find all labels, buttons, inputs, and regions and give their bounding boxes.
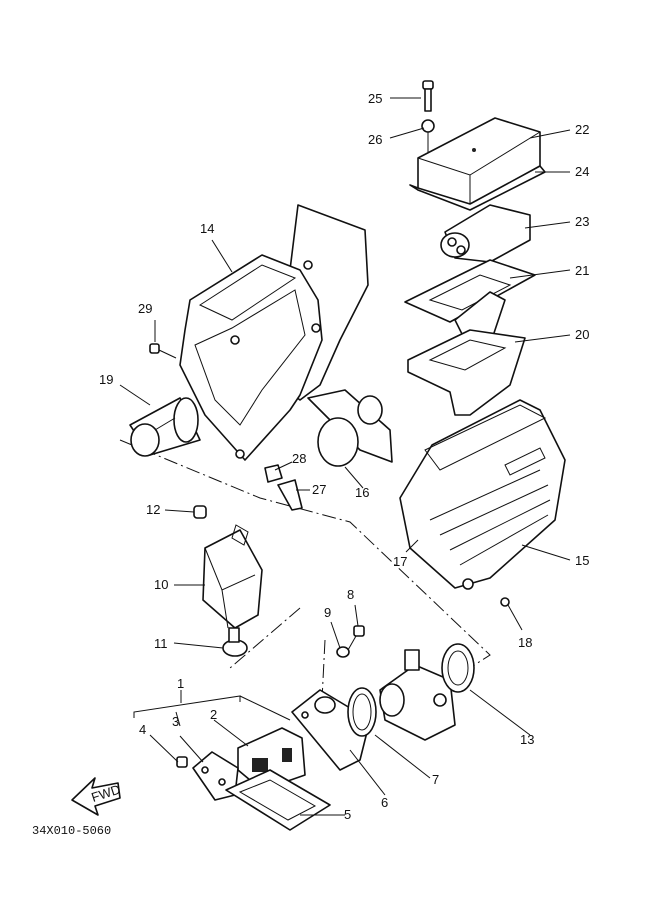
part-23-joint (440, 204, 531, 263)
callout-1: 1 (177, 676, 184, 691)
callout-6: 6 (381, 795, 388, 810)
callout-21: 21 (575, 263, 589, 278)
callout-25: 25 (368, 91, 382, 106)
callout-5: 5 (344, 807, 351, 822)
fwd-arrow-icon: FWD (71, 777, 122, 816)
part-10-cover (202, 524, 263, 629)
callout-8: 8 (347, 587, 354, 602)
part-9-washer (336, 646, 350, 658)
part-27-strap (277, 479, 303, 511)
callout-29: 29 (138, 301, 152, 316)
part-15-case (399, 399, 566, 590)
callout-20: 20 (575, 327, 589, 342)
part-24-seal (409, 165, 546, 211)
part-11-clamp (222, 627, 248, 657)
callout-27: 27 (312, 482, 326, 497)
callout-16: 16 (355, 485, 369, 500)
callout-26: 26 (368, 132, 382, 147)
part-5-gasket (225, 769, 331, 831)
part-20-element (407, 329, 526, 416)
part-12-screw (193, 505, 207, 519)
part-4-screw (176, 756, 188, 768)
callout-28: 28 (292, 451, 306, 466)
part-8-screw (347, 625, 365, 651)
part-13-clamp (441, 643, 475, 693)
part-25-bolt (422, 80, 434, 112)
part-29-screw (149, 343, 177, 359)
callout-11: 11 (154, 636, 168, 651)
callout-17: 17 (393, 554, 407, 569)
callout-12: 12 (146, 502, 160, 517)
callout-18: 18 (518, 635, 532, 650)
callout-15: 15 (575, 553, 589, 568)
callout-7: 7 (432, 772, 439, 787)
part-22-cap (417, 117, 541, 206)
leader-lines (119, 97, 571, 816)
callout-13: 13 (520, 732, 534, 747)
part-3-reed-stopper (192, 751, 239, 801)
callout-22: 22 (575, 122, 589, 137)
callout-23: 23 (575, 214, 589, 229)
callout-19: 19 (99, 372, 113, 387)
callout-labels: 25 26 22 24 23 21 20 14 29 19 28 27 16 1… (99, 91, 589, 822)
callout-9: 9 (324, 605, 331, 620)
callout-3: 3 (172, 714, 179, 729)
part-14-airbox (179, 204, 369, 461)
carburetor (379, 649, 456, 741)
callout-24: 24 (575, 164, 589, 179)
part-16-joint (307, 389, 393, 467)
diagram-code: 34X010-5060 (32, 824, 111, 838)
callout-4: 4 (139, 722, 146, 737)
callout-10: 10 (154, 577, 168, 592)
part-7-clamp (347, 687, 377, 737)
callout-2: 2 (210, 707, 217, 722)
part-19-duct (129, 397, 201, 457)
callout-14: 14 (200, 221, 214, 236)
